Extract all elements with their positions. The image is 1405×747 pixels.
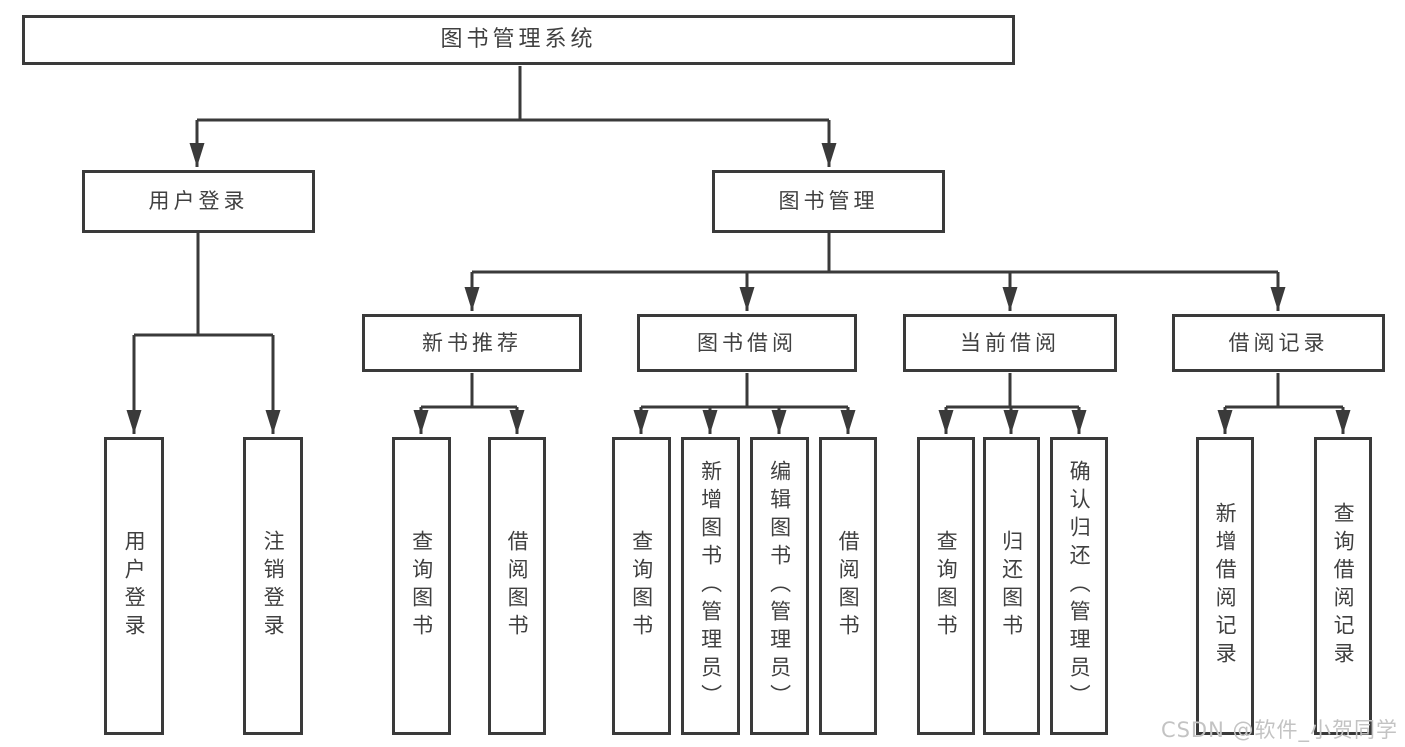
- leaf-edit-book-admin: 编辑图书（管理员）: [750, 437, 809, 735]
- connector-new-book-to-leaves: [413, 373, 525, 434]
- connector-current-borrow-to-leaves: [938, 373, 1087, 434]
- leaf-borrow-books-recommend: 借阅图书: [488, 437, 546, 735]
- leaf-add-book-admin: 新增图书（管理员）: [681, 437, 740, 735]
- leaf-return-books: 归还图书: [983, 437, 1040, 735]
- node-borrow-record: 借阅记录: [1172, 314, 1385, 372]
- leaf-query-books-current: 查询图书: [917, 437, 975, 735]
- node-book-management-branch: 图书管理: [712, 170, 945, 233]
- leaf-query-books-borrow: 查询图书: [612, 437, 671, 735]
- leaf-borrow-books: 借阅图书: [819, 437, 877, 735]
- node-user-login-branch: 用户登录: [82, 170, 315, 233]
- connector-root-to-level2: [189, 66, 837, 167]
- node-book-borrow: 图书借阅: [637, 314, 857, 372]
- connector-user-login-to-leaves: [126, 233, 281, 434]
- connector-borrow-record-to-leaves: [1217, 373, 1351, 434]
- connector-book-mgmt-to-level3: [464, 233, 1286, 311]
- node-new-book-recommend: 新书推荐: [362, 314, 582, 372]
- leaf-query-books-recommend: 查询图书: [392, 437, 451, 735]
- leaf-user-login: 用户登录: [104, 437, 164, 735]
- leaf-logout: 注销登录: [243, 437, 303, 735]
- node-root-system: 图书管理系统: [22, 15, 1015, 65]
- leaf-add-borrow-record: 新增借阅记录: [1196, 437, 1254, 735]
- leaf-confirm-return-admin: 确认归还（管理员）: [1050, 437, 1108, 735]
- leaf-query-borrow-record: 查询借阅记录: [1314, 437, 1372, 735]
- csdn-watermark: CSDN @软件_小贺同学: [1160, 718, 1398, 742]
- connector-book-borrow-to-leaves: [633, 373, 856, 434]
- node-current-borrow: 当前借阅: [903, 314, 1117, 372]
